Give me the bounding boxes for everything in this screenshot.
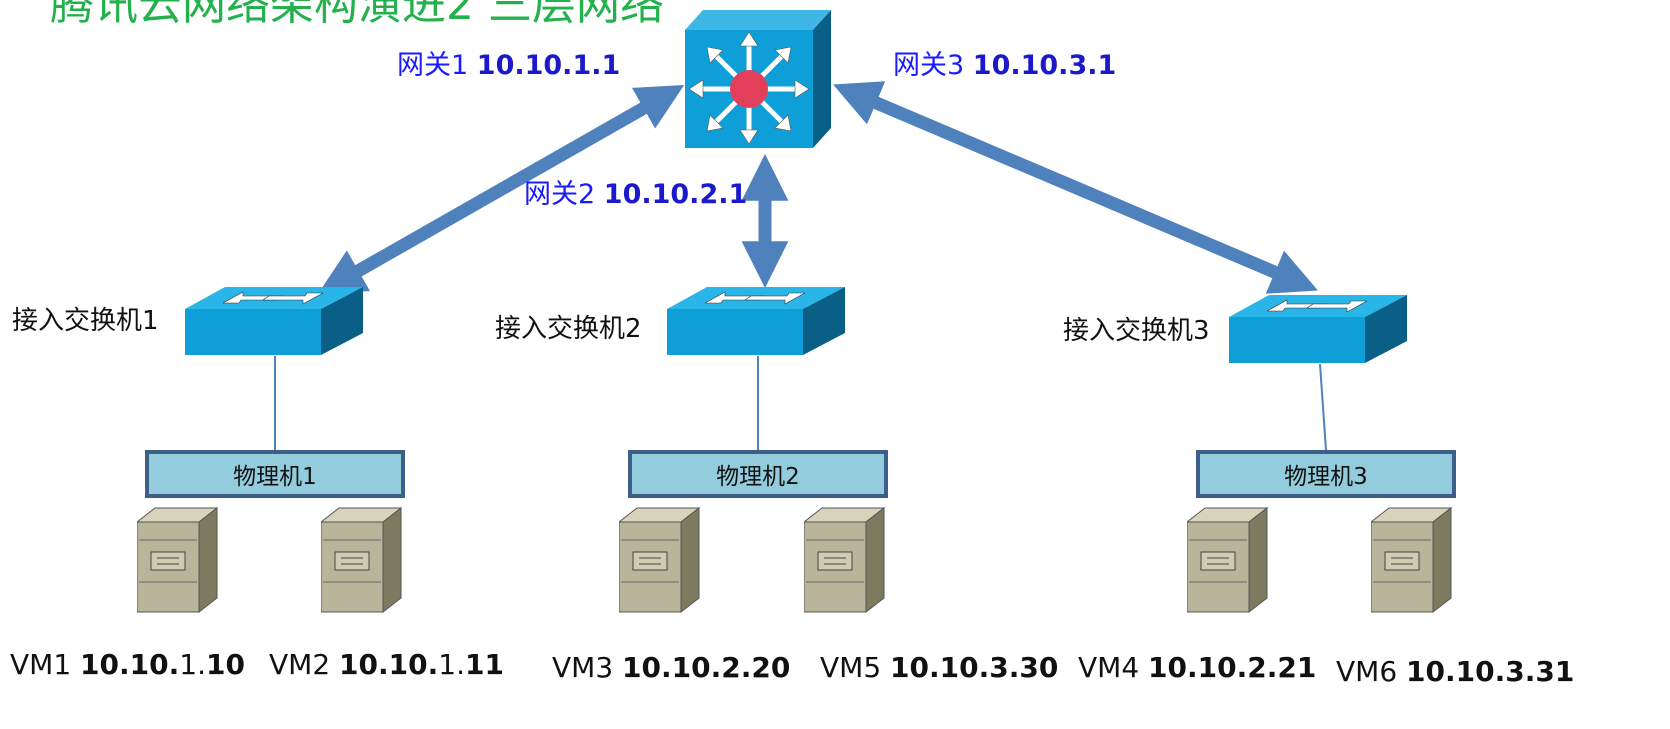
vm3-server-icon (619, 506, 701, 614)
gateway-2-label: 网关2 10.10.2.1 (524, 172, 747, 211)
gateway-1-ip: 10.10.1.1 (476, 50, 621, 81)
vm2-ip-part-c: 11 (464, 648, 504, 681)
vm3-label: VM3 10.10.2.20 (552, 651, 790, 684)
vm5-server-icon (804, 506, 886, 614)
gateway-1-name: 网关1 (397, 50, 469, 81)
vm6-label: VM6 10.10.3.31 (1336, 655, 1574, 688)
gateway-2-ip: 10.10.2.1 (603, 179, 748, 210)
arrow-core-switch3 (833, 81, 1318, 294)
vm3-ip: 10.10.2.20 (622, 651, 791, 684)
vm4-label: VM4 10.10.2.21 (1078, 651, 1316, 684)
host-2-label: 物理机2 (716, 464, 800, 490)
access-switch-2-icon (667, 287, 845, 355)
access-switch-1-label: 接入交换机1 (12, 306, 159, 336)
page-title: 腾讯云网络架构演进2 三层网络 (50, 0, 664, 30)
vm1-label: VM1 10.10.1.10 (10, 648, 245, 681)
vm4-name: VM4 (1078, 651, 1140, 684)
host-3-label: 物理机3 (1284, 464, 1368, 490)
vm5-name: VM5 (820, 651, 882, 684)
host-1-box: 物理机1 (145, 450, 405, 498)
host-1-label: 物理机1 (233, 464, 317, 490)
vm4-ip: 10.10.2.21 (1148, 651, 1317, 684)
vm2-label: VM2 10.10.1.11 (269, 648, 504, 681)
vm2-ip-part-b: 1. (438, 648, 465, 681)
vm1-name: VM1 (10, 648, 72, 681)
gateway-3-name: 网关3 (893, 50, 965, 81)
access-switch-3-icon (1229, 295, 1407, 363)
vm5-ip: 10.10.3.30 (890, 651, 1059, 684)
vm1-ip-part-a: 10.10. (80, 648, 180, 681)
access-switch-3-label: 接入交换机3 (1063, 316, 1210, 346)
link-switch3-host3 (1319, 363, 1327, 451)
access-switch-2-label: 接入交换机2 (495, 314, 642, 344)
access-switch-1-icon (185, 287, 363, 355)
gateway-2-name: 网关2 (524, 179, 596, 210)
gateway-3-label: 网关3 10.10.3.1 (893, 43, 1116, 82)
layer3-switch-icon (685, 10, 831, 148)
vm5-label: VM5 10.10.3.30 (820, 651, 1058, 684)
vm6-ip: 10.10.3.31 (1406, 655, 1575, 688)
vm1-ip-part-b: 1. (179, 648, 206, 681)
vm6-name: VM6 (1336, 655, 1398, 688)
vm2-ip-part-a: 10.10. (339, 648, 439, 681)
vm4-server-icon (1187, 506, 1269, 614)
vm2-name: VM2 (269, 648, 331, 681)
arrow-core-switch1 (317, 85, 685, 294)
gateway-3-ip: 10.10.3.1 (972, 50, 1117, 81)
vm1-ip-part-c: 10 (205, 648, 245, 681)
vm1-server-icon (137, 506, 219, 614)
host-3-box: 物理机3 (1196, 450, 1456, 498)
host-2-box: 物理机2 (628, 450, 888, 498)
vm2-server-icon (321, 506, 403, 614)
vm3-name: VM3 (552, 651, 614, 684)
gateway-1-label: 网关1 10.10.1.1 (397, 43, 620, 82)
vm6-server-icon (1371, 506, 1453, 614)
